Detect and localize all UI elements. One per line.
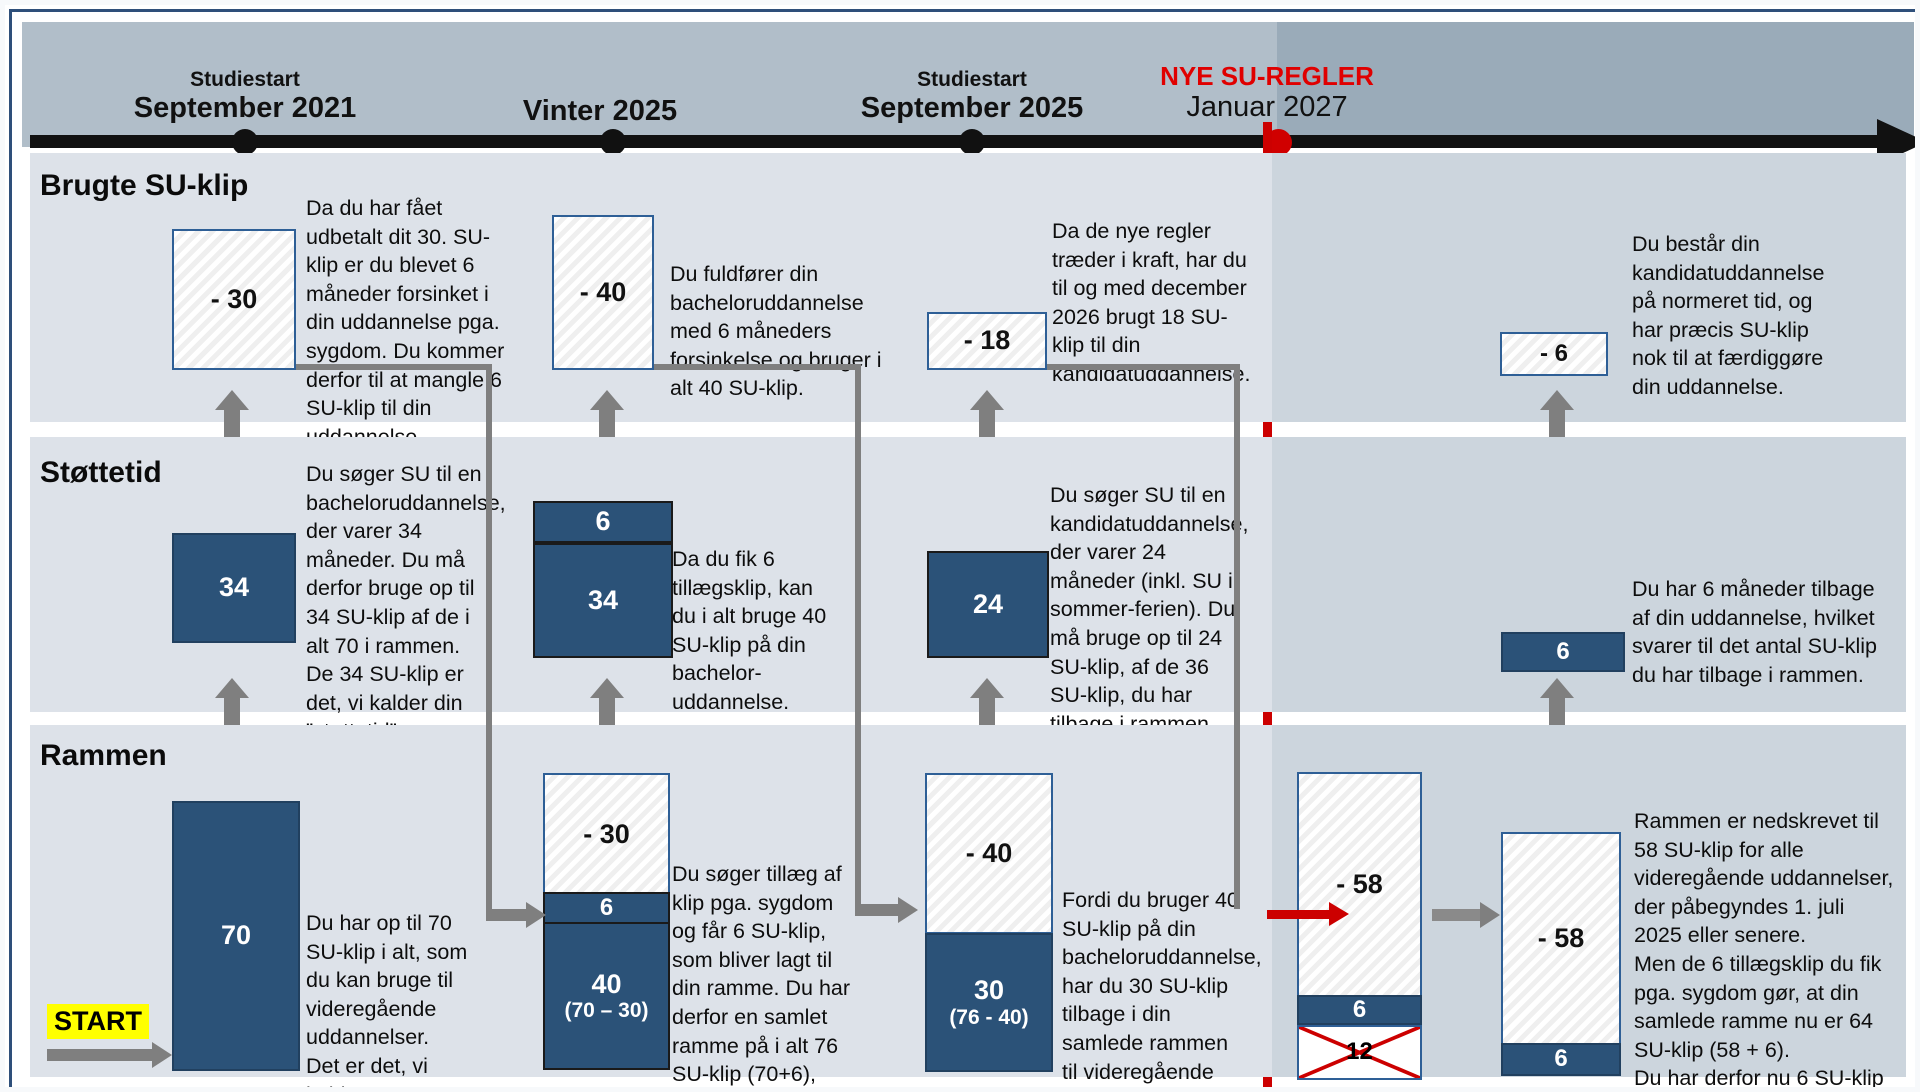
frame-box-70: 70 — [172, 801, 300, 1071]
frame-box-minus58-value: - 58 — [1336, 868, 1383, 899]
timeline-milestone-januar2027: NYE SU-REGLER Januar 2027 — [1127, 61, 1407, 124]
used-note-4: Du består din kandidatuddannelse på norm… — [1632, 232, 1825, 399]
frame-note-3: Fordi du bruger 40 SU-klip på din bachel… — [1062, 888, 1262, 1084]
connector-used3-h — [1047, 364, 1240, 370]
frame-box-40-value: 40 (70 – 30) — [545, 924, 668, 1068]
frame-note-2: Du søger tillæg af klip pga. sygdom og f… — [672, 862, 851, 1087]
frame-box-30: 30 (76 - 40) — [925, 933, 1053, 1072]
used-box-minus6-value: - 6 — [1539, 339, 1568, 367]
connector-used1-v — [486, 364, 492, 914]
used-box-minus30: - 30 — [172, 229, 296, 370]
support-box-6-top: 6 — [533, 501, 673, 543]
frame-box-12-value: 12 — [1346, 1038, 1373, 1066]
support-box-34-bottom: 34 — [533, 543, 673, 658]
used-box-minus40-value: - 40 — [579, 276, 627, 307]
support-box-6: 6 — [1501, 632, 1625, 672]
support-box-6-value: 6 — [1556, 637, 1570, 665]
row-band-used-shaded — [1272, 153, 1906, 422]
timeline-band-new-rules-area — [1277, 22, 1914, 147]
frame-box-minus30-value: - 30 — [583, 819, 630, 850]
used-box-minus18-value: - 18 — [963, 325, 1011, 356]
support-box-6-top-value: 6 — [595, 506, 611, 537]
frame-note-1: Du har op til 70 SU-klip i alt, som du k… — [306, 911, 470, 1087]
used-box-minus40: - 40 — [552, 215, 654, 370]
timeline-milestone-main: September 2025 — [860, 91, 1084, 124]
timeline-band: Studiestart September 2021 Vinter 2025 S… — [22, 22, 1915, 165]
infographic-frame: Studiestart September 2021 Vinter 2025 S… — [9, 9, 1915, 1091]
timeline-dot-2021 — [232, 129, 258, 155]
frame-box-6-mid: 6 — [543, 892, 670, 924]
used-box-minus18: - 18 — [927, 312, 1047, 370]
row-title-frame: Rammen — [40, 739, 167, 772]
frame-box-70-value: 70 — [220, 920, 252, 951]
timeline-dot-vinter2025 — [600, 129, 626, 155]
used-note-3: Da de nye regler træder i kraft, har du … — [1052, 219, 1251, 386]
frame-box-minus30: - 30 — [543, 773, 670, 897]
frame-box-6-third: 6 — [1501, 1043, 1621, 1076]
timeline-milestone-sub: Studiestart — [190, 68, 300, 91]
frame-box-minus40: - 40 — [925, 773, 1053, 934]
support-note-3: Du søger SU til en kandidatuddannelse, d… — [1050, 483, 1249, 736]
support-note-1: Du søger SU til en bacheloruddannelse, d… — [306, 462, 506, 743]
frame-box-30-value: 30 (76 - 40) — [927, 935, 1051, 1070]
frame-box-40-main: 40 — [591, 968, 622, 999]
frame-box-12-crossed: 12 — [1297, 1025, 1422, 1080]
timeline-milestone-vinter2025: Vinter 2025 — [470, 95, 730, 127]
frame-box-40-sub: (70 – 30) — [564, 999, 649, 1023]
frame-box-6-mid-value: 6 — [599, 893, 614, 921]
timeline-milestone-main: Vinter 2025 — [522, 95, 678, 127]
timeline-milestone-sub: Studiestart — [917, 68, 1027, 91]
used-box-minus30-value: - 30 — [210, 283, 258, 314]
support-box-24-value: 24 — [972, 588, 1004, 619]
frame-note-5: Rammen er nedskrevet til 58 SU-klip for … — [1634, 809, 1894, 1091]
timeline-milestone-main: September 2021 — [133, 91, 357, 124]
cross-out-icon — [1299, 1027, 1420, 1078]
timeline-dot-september2025 — [959, 129, 985, 155]
support-box-34: 34 — [172, 533, 296, 643]
connector-used3-v — [1234, 364, 1240, 909]
used-note-2: Du fuldfører din bacheloruddannelse med … — [670, 262, 882, 401]
frame-box-6-third-value: 6 — [1554, 1045, 1568, 1073]
support-box-34-bottom-value: 34 — [587, 584, 619, 615]
timeline-milestone-2021: Studiestart September 2021 — [95, 68, 395, 124]
used-box-minus6: - 6 — [1500, 332, 1608, 376]
frame-box-40: 40 (70 – 30) — [543, 922, 670, 1070]
frame-box-6-second-value: 6 — [1352, 995, 1367, 1023]
connector-used1-h — [296, 364, 492, 370]
frame-box-30-sub: (76 - 40) — [949, 1005, 1029, 1029]
connector-used2-h — [654, 364, 861, 370]
frame-box-6-second: 6 — [1297, 995, 1422, 1025]
frame-box-minus58-second: - 58 — [1501, 832, 1621, 1045]
row-title-used: Brugte SU-klip — [40, 169, 249, 202]
connector-used2-v — [855, 364, 861, 909]
frame-box-minus58-second-value: - 58 — [1537, 922, 1585, 953]
start-badge: START — [47, 1004, 149, 1039]
support-box-34-value: 34 — [218, 572, 250, 603]
new-rules-label: NYE SU-REGLER — [1160, 61, 1374, 91]
frame-box-minus40-value: - 40 — [965, 837, 1013, 868]
timeline-milestone-main: Januar 2027 — [1186, 91, 1348, 124]
row-title-support: Støttetid — [40, 456, 162, 489]
support-note-4: Du har 6 måneder tilbage af din uddannel… — [1632, 577, 1877, 687]
frame-box-30-main: 30 — [973, 975, 1005, 1006]
support-box-24: 24 — [927, 551, 1049, 658]
frame-box-minus58: - 58 — [1297, 772, 1422, 997]
timeline-milestone-september2025: Studiestart September 2025 — [822, 68, 1122, 124]
support-note-2: Da du fik 6 tillægsklip, kan du i alt br… — [672, 547, 827, 714]
used-note-1: Da du har fået udbetalt dit 30. SU-klip … — [306, 196, 505, 449]
